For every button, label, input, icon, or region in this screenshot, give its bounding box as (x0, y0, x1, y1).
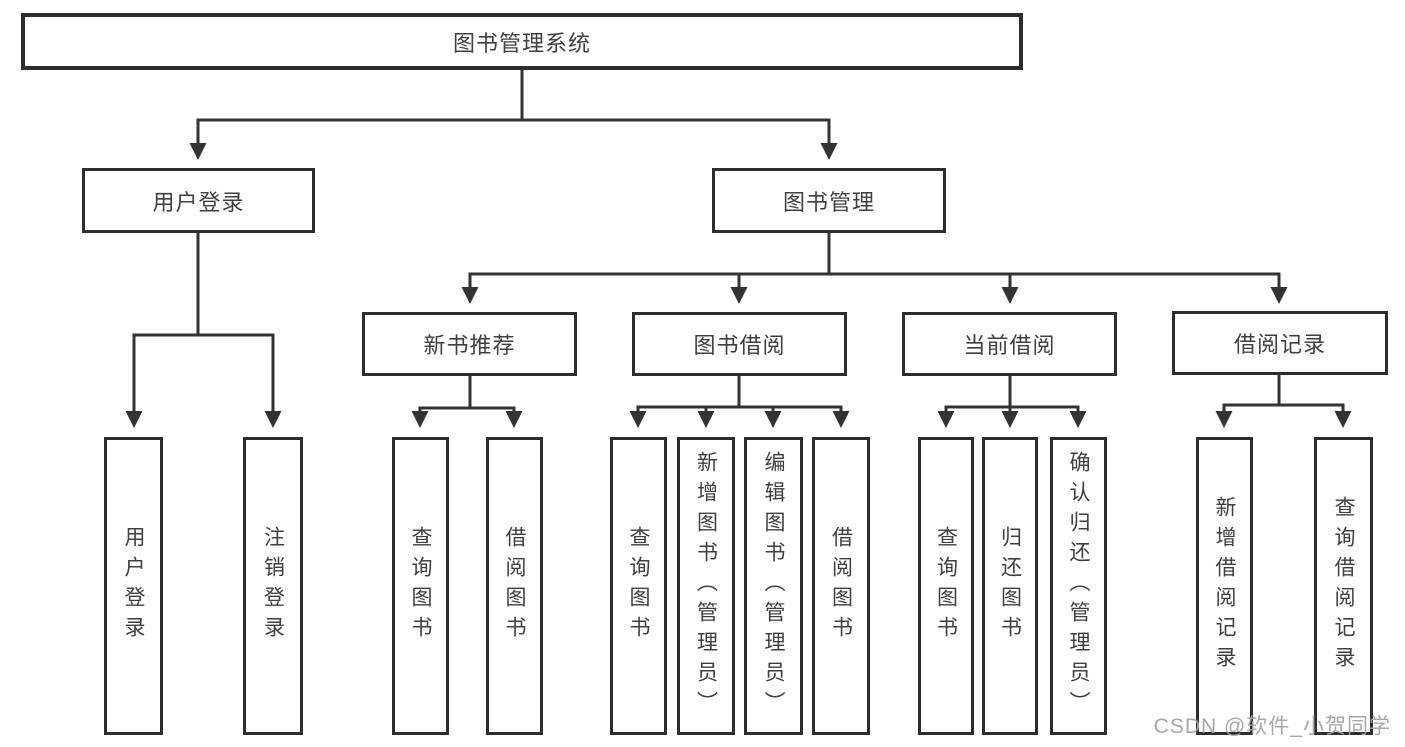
node-borrow-records: 借阅记录 (1172, 311, 1388, 375)
leaf-query-borrow-record: 查询借阅记录 (1314, 437, 1373, 735)
node-user-login-branch: 用户登录 (82, 168, 315, 233)
leaf-borrow-books: 借阅图书 (812, 437, 870, 735)
node-root-library-system: 图书管理系统 (21, 13, 1023, 70)
leaf-add-borrow-record: 新增借阅记录 (1196, 437, 1253, 735)
node-current-borrow: 当前借阅 (902, 312, 1117, 376)
leaf-query-books-borrow: 查询图书 (610, 437, 667, 735)
leaf-return-books: 归还图书 (982, 437, 1038, 735)
leaf-borrow-books-recommend: 借阅图书 (486, 437, 543, 735)
node-book-management-branch: 图书管理 (712, 168, 946, 233)
leaf-logout: 注销登录 (243, 437, 303, 735)
leaf-confirm-return-admin: 确认归还（管理员） (1050, 437, 1107, 735)
node-book-borrow: 图书借阅 (632, 312, 847, 376)
node-new-book-recommend: 新书推荐 (362, 312, 577, 376)
leaf-query-books-recommend: 查询图书 (392, 437, 449, 735)
csdn-watermark: CSDN @软件_小贺同学 (1153, 715, 1391, 738)
leaf-edit-books-admin: 编辑图书（管理员） (744, 437, 803, 735)
leaf-query-books-current: 查询图书 (918, 437, 974, 735)
leaf-user-login: 用户登录 (104, 437, 163, 735)
leaf-add-books-admin: 新增图书（管理员） (677, 437, 735, 735)
